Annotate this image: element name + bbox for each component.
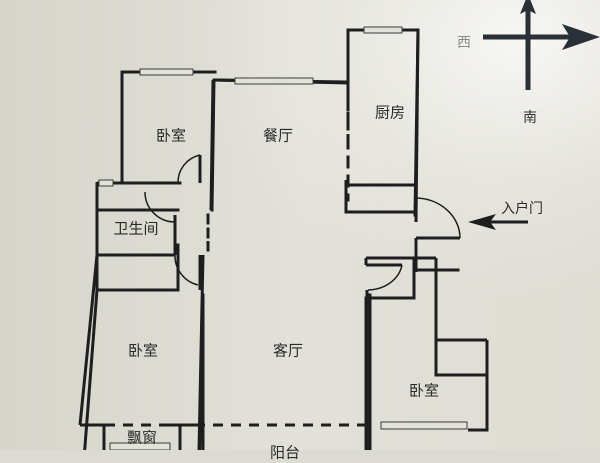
window-kitchen xyxy=(363,26,403,34)
window-bathroom xyxy=(98,179,114,187)
door-entrance xyxy=(415,197,461,239)
door-bathroom xyxy=(144,191,176,223)
compass-icon xyxy=(483,0,600,90)
window-bedroom-east xyxy=(380,421,468,430)
entrance-walls xyxy=(364,256,460,450)
entrance-label: 入户门 xyxy=(501,201,543,217)
room-label-bedroom-west: 卧室 xyxy=(127,341,159,360)
window-bay xyxy=(109,442,171,450)
compass-south-label: 南 xyxy=(523,110,537,126)
window-dining xyxy=(234,77,314,85)
door-bedroom-west xyxy=(174,254,199,286)
room-label-bay-window: 飘窗 xyxy=(126,428,158,447)
compass-west-label: 西 xyxy=(457,35,471,51)
room-label-dining-room: 餐厅 xyxy=(262,126,294,145)
room-label-bedroom-north: 卧室 xyxy=(155,126,187,145)
window-bedroom-north xyxy=(139,68,194,76)
door-bedroom-north xyxy=(177,154,201,184)
entrance-arrow-icon xyxy=(468,214,528,230)
kitchen-walls xyxy=(344,28,420,217)
room-label-kitchen: 厨房 xyxy=(374,103,406,122)
room-label-living-room: 客厅 xyxy=(272,341,304,360)
room-label-bathroom: 卫生间 xyxy=(113,219,159,238)
floor-plan-drawing xyxy=(78,0,600,450)
door-bedroom-east xyxy=(367,264,403,291)
paper-background xyxy=(0,0,600,450)
room-label-bedroom-east: 卧室 xyxy=(408,381,440,400)
room-label-balcony: 阳台 xyxy=(269,443,301,462)
